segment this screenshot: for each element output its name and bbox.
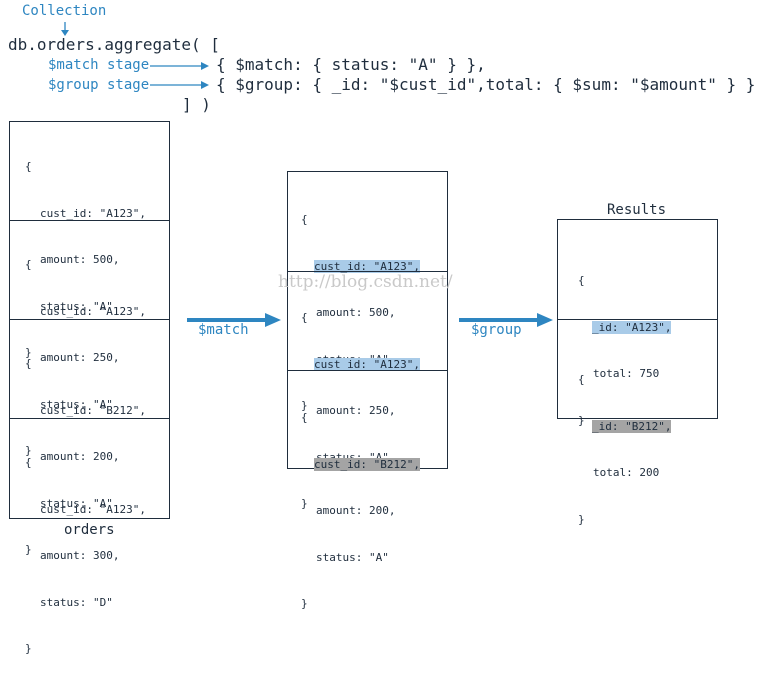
results-collection: { _id: "A123", total: 750 } { _id: "B212…: [557, 219, 718, 526]
doc-field: total: 750: [593, 367, 660, 380]
brace-close: }: [301, 597, 308, 610]
brace-open: {: [25, 456, 32, 469]
divider: [10, 220, 169, 221]
doc-field: status: "A": [40, 496, 113, 510]
brace-open: {: [301, 311, 308, 324]
doc-field: total: 200: [593, 466, 660, 479]
divider: [10, 418, 169, 419]
doc-field: amount: 500,: [40, 253, 120, 266]
match-arrow-icon: [187, 313, 281, 327]
doc-field: amount: 200,: [40, 450, 120, 463]
matched-document: { cust_id: "B212", amount: 200, status: …: [288, 370, 447, 610]
collection-label: Collection: [22, 3, 107, 19]
brace-open: {: [25, 160, 32, 173]
doc-field: amount: 300,: [40, 549, 120, 562]
doc-field: amount: 500,: [316, 306, 396, 319]
match-stage-code: { $match: { status: "A" } },: [216, 55, 486, 74]
highlighted-id: _id: "B212",: [592, 419, 672, 433]
doc-field: status: "A": [40, 299, 113, 313]
brace-close: }: [25, 346, 32, 359]
brace-open: {: [301, 411, 308, 424]
doc-field: status: "A": [316, 550, 389, 564]
brace-close: }: [301, 399, 308, 412]
brace-close: }: [578, 413, 585, 427]
order-document: { cust_id: "A123", amount: 250, status: …: [10, 220, 169, 457]
brace-close: }: [25, 642, 32, 655]
doc-field: cust_id: "A123",: [40, 206, 146, 220]
brace-close: }: [578, 512, 585, 526]
divider: [558, 319, 717, 320]
highlighted-id: _id: "A123",: [592, 320, 672, 334]
group-stage-code: { $group: { _id: "$cust_id",total: { $su…: [216, 75, 760, 94]
aggregate-close: ] ): [182, 95, 211, 114]
highlighted-cust-id: cust_id: "A123",: [314, 259, 420, 273]
brace-open: {: [578, 373, 585, 386]
group-arrow-icon: [459, 313, 553, 327]
matched-documents: { cust_id: "A123", amount: 500, status: …: [287, 171, 448, 610]
doc-field: cust_id: "B212",: [40, 403, 146, 417]
result-document: { _id: "B212", total: 200 }: [558, 319, 717, 526]
doc-field: amount: 200,: [316, 504, 396, 517]
doc-field: amount: 250,: [40, 351, 120, 364]
brace-close: }: [25, 444, 32, 457]
orders-collection: { cust_id: "A123", amount: 500, status: …: [9, 121, 170, 655]
brace-open: {: [301, 213, 308, 226]
divider: [288, 370, 447, 371]
brace-open: {: [25, 357, 32, 370]
doc-field: status: "A": [40, 397, 113, 411]
matched-document: { cust_id: "A123", amount: 250, status: …: [288, 271, 447, 510]
brace-open: {: [25, 258, 32, 271]
brace-close: }: [301, 497, 308, 510]
order-document: { cust_id: "A123", amount: 300, status: …: [10, 418, 169, 655]
group-arrow-label: $group: [471, 322, 522, 338]
result-document: { _id: "A123", total: 750 }: [558, 220, 717, 427]
results-title: Results: [607, 202, 667, 218]
aggregate-call: db.orders.aggregate( [: [8, 35, 220, 54]
doc-field: amount: 250,: [316, 404, 396, 417]
order-document: { cust_id: "A123", amount: 500, status: …: [10, 122, 169, 359]
doc-field: cust_id: "A123",: [40, 502, 146, 516]
highlighted-cust-id: cust_id: "A123",: [314, 357, 420, 371]
order-document: { cust_id: "B212", amount: 200, status: …: [10, 319, 169, 556]
orders-caption: orders: [64, 522, 115, 538]
doc-field: cust_id: "A123",: [40, 304, 146, 318]
group-stage-label: $group stage: [48, 77, 150, 93]
doc-field: status: "D": [40, 595, 113, 609]
matched-document: { cust_id: "A123", amount: 500, status: …: [288, 172, 447, 412]
match-stage-label: $match stage: [48, 57, 150, 73]
divider: [10, 319, 169, 320]
highlighted-cust-id: cust_id: "B212",: [314, 457, 420, 471]
divider: [288, 271, 447, 272]
header-arrows: [61, 22, 209, 89]
watermark: http://blog.csdn.net/: [278, 272, 453, 292]
match-arrow-label: $match: [198, 322, 249, 338]
brace-open: {: [578, 274, 585, 287]
